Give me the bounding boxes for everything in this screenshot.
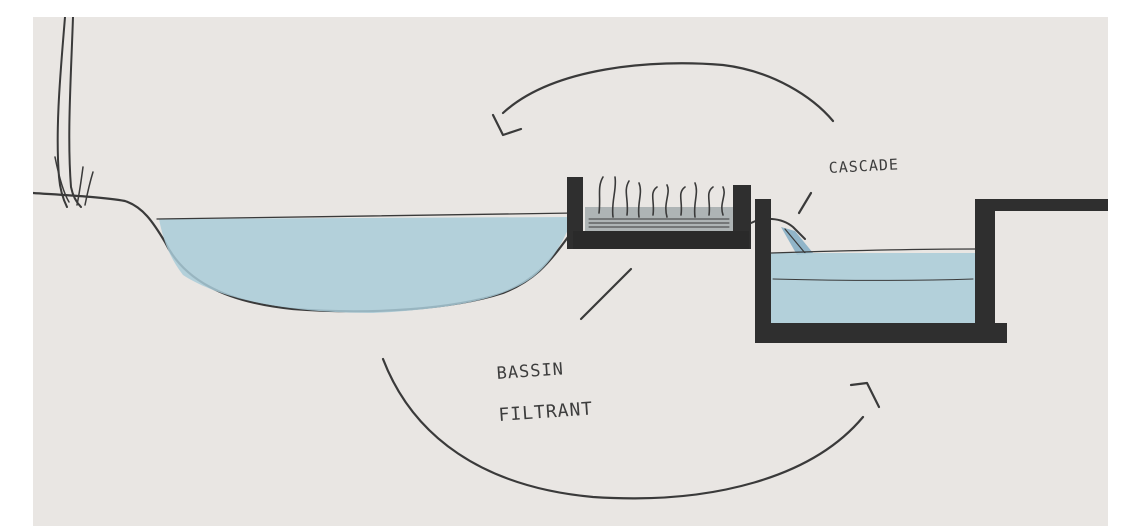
cascade-label: CASCADE: [828, 155, 899, 177]
bank-reeds: [55, 17, 93, 207]
bassin-label-line1: BASSIN: [496, 359, 565, 384]
return-arrow-top: [493, 63, 833, 135]
lower-basin: [755, 199, 1108, 343]
paper-sheet: CASCADE BASSIN FILTRANT: [33, 17, 1108, 526]
pond-sketch: CASCADE BASSIN FILTRANT: [33, 17, 1108, 526]
circulation-arrow-bottom: [383, 359, 879, 498]
cascade-pointer-line: [799, 193, 811, 213]
pond-water: [159, 217, 573, 313]
bassin-pointer-line: [581, 269, 631, 319]
bassin-label-line2: FILTRANT: [498, 398, 594, 426]
filter-basin: [567, 177, 751, 249]
